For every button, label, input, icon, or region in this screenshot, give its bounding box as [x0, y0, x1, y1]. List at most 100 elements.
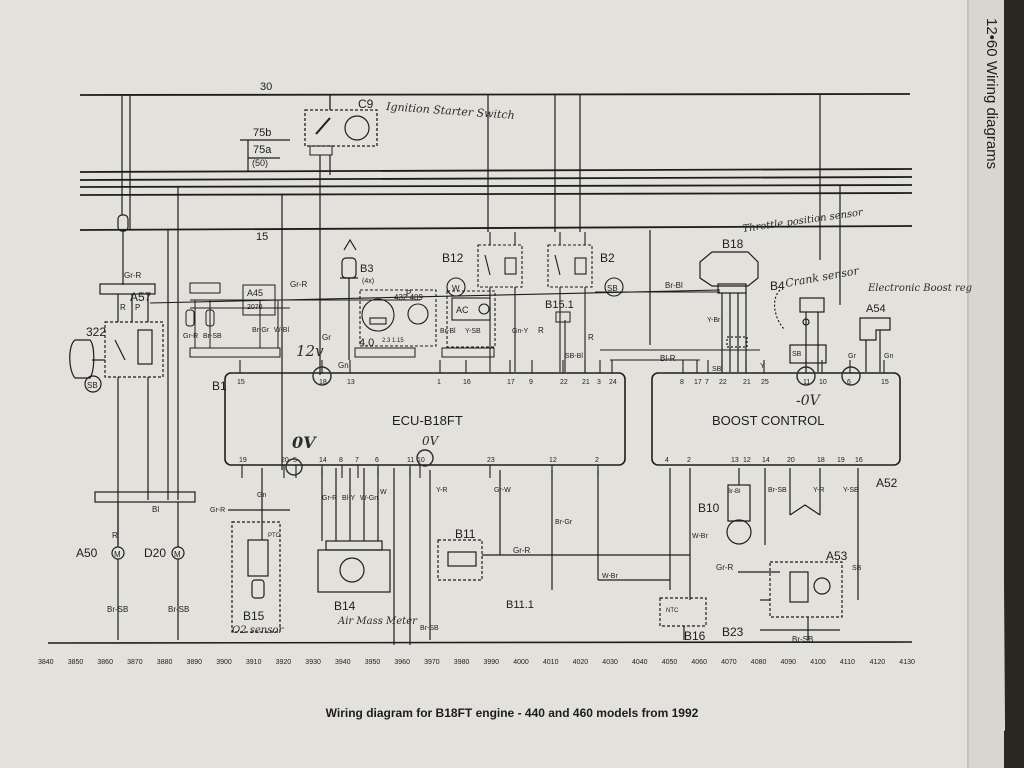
ecu-bottom-pin-number: 20: [281, 457, 289, 464]
ecu-bottom-pin-number: 19: [239, 457, 247, 464]
wire-br-sb-a50: Br-SB: [107, 605, 128, 614]
ecu-top-pin-number: 9: [529, 379, 533, 386]
b3-label: B3: [360, 263, 373, 275]
relay-b12: [446, 232, 523, 372]
wire-br-sb-d20: Br-SB: [168, 605, 189, 614]
ecu-bottom-pin-number: 14: [319, 457, 327, 464]
scale-number: 4090: [781, 659, 797, 666]
feeder-wires: [121, 95, 841, 500]
gauge-block: [359, 289, 437, 347]
boost-top-pin-number: 15: [881, 379, 889, 386]
gauge-bottom-values: 2.3 1.15: [382, 338, 404, 344]
ecu-top-pin-number: 16: [463, 379, 471, 386]
scale-number: 4030: [602, 659, 618, 666]
wire-gr-r-mid2: Gr-R: [210, 507, 225, 514]
b11-1-label: B11.1: [506, 599, 534, 611]
supply-rails: [79, 93, 913, 231]
motor-labels: A50 M D20 M Br-SB R Bl: [76, 505, 181, 614]
wire-gr-w: Gr-W: [494, 487, 511, 494]
ac-label: AC: [456, 305, 469, 315]
wire-sb-b18: SB: [712, 366, 722, 373]
wire-gn-a54: Gn: [884, 353, 893, 360]
ecu-bottom-pin-number: 7: [355, 457, 359, 464]
ecu-bottom-pin-number: 23: [487, 457, 495, 464]
b11-component: [429, 470, 690, 640]
scale-number: 3880: [157, 659, 173, 666]
scale-number: 4020: [573, 659, 589, 666]
b4-crank-sensor: [773, 289, 827, 372]
wire-w-bl: W-Bl: [274, 327, 289, 334]
b15-o2-sensor: [228, 468, 290, 633]
wire-w-b14: W: [380, 489, 387, 496]
g40-label: 4.0: [359, 337, 374, 349]
scale-number: 3890: [187, 659, 203, 666]
boost-bottom-pin-number: 18: [817, 457, 825, 464]
boost-bottom-pin-number: 20: [787, 457, 795, 464]
boost-label: BOOST CONTROL: [712, 413, 824, 428]
wire-gr-r-1: Gr-R: [124, 271, 142, 280]
relay-b2: [547, 232, 624, 372]
wire-sb-b4: SB: [792, 351, 802, 358]
boost-top-pin-number: 25: [761, 379, 769, 386]
wire-r-a50: R: [112, 531, 118, 540]
ecu-top-pin-number: 1: [437, 379, 441, 386]
cross-wires-upper: [149, 289, 760, 372]
b18-throttle-sensor: [699, 251, 759, 372]
wire-bl-r: Bl-R: [660, 354, 676, 363]
b14-air-mass-meter: [317, 468, 411, 645]
scale-number: 4120: [870, 659, 886, 666]
ground-bus: [47, 641, 913, 644]
boost-top-pin-number: 7: [705, 379, 709, 386]
a57-label: A57: [130, 290, 152, 304]
b12-label: B12: [442, 251, 464, 265]
b12-w-badge: W: [452, 284, 460, 293]
v0-annotation-b: 0V: [422, 434, 440, 448]
wire-w-br-ecu: W-Br: [602, 573, 618, 580]
v12-annotation: 12v: [296, 342, 324, 360]
v0-annotation-a: 0V: [292, 433, 317, 452]
boost-top-pin-number: 8: [680, 379, 684, 386]
d20-label: D20: [144, 546, 166, 560]
scale-number: 3930: [305, 659, 321, 666]
ecu-top-pin-number: 15: [237, 379, 245, 386]
wire-y-r-ecu: Y-R: [436, 487, 447, 494]
boost-top-pin-number: 22: [719, 379, 727, 386]
wire-p-rail: P: [406, 289, 411, 298]
ecu-b18ft-box: ECU-B18FT B1: [212, 372, 626, 466]
a54-label: A54: [866, 303, 886, 315]
o2-annotation: O2 sensor: [232, 625, 284, 636]
relay-sb-badge: SB: [87, 381, 98, 390]
b1-label: B1: [212, 379, 227, 393]
a45-value: 2070: [247, 304, 263, 311]
ignition-switch-c9: C9: [304, 95, 378, 156]
boost-top-pin-number: 6: [847, 379, 851, 386]
a50-label: A50: [76, 546, 98, 560]
right-binding-edge: [968, 0, 1004, 768]
boost-bottom-pin-number: 13: [731, 457, 739, 464]
ptc-label: PTC: [268, 533, 281, 539]
d20-m-label: M: [174, 550, 181, 559]
scale-number: 3860: [97, 659, 113, 666]
wire-y-sb-ac: Y-SB: [465, 328, 481, 335]
ecu-top-pin-number: 22: [560, 379, 568, 386]
scale-number: 3990: [484, 659, 500, 666]
b16-label: B16: [684, 629, 706, 643]
rail-75a-label: 75a: [253, 144, 272, 156]
rail-30-label: 30: [260, 81, 272, 93]
b14-label: B14: [334, 599, 356, 613]
wire-gr-r-left-a: Gr-R: [183, 333, 198, 340]
scale-number: 4050: [662, 659, 678, 666]
ecu-top-pin-number: 13: [347, 379, 355, 386]
wire-sb-a53: SB: [852, 565, 862, 572]
scale-number: 3900: [216, 659, 232, 666]
ecu-bottom-pin-number: 2: [595, 457, 599, 464]
scale-number: 3950: [365, 659, 381, 666]
b15-label: B15: [243, 609, 265, 623]
wire-br-sb-a53: Br-SB: [792, 635, 813, 644]
scale-number: 4080: [751, 659, 767, 666]
boost-reg-annotation: Electronic Boost reg: [867, 283, 972, 294]
b4-label: B4: [770, 279, 785, 293]
wire-p-1: P: [135, 303, 140, 312]
